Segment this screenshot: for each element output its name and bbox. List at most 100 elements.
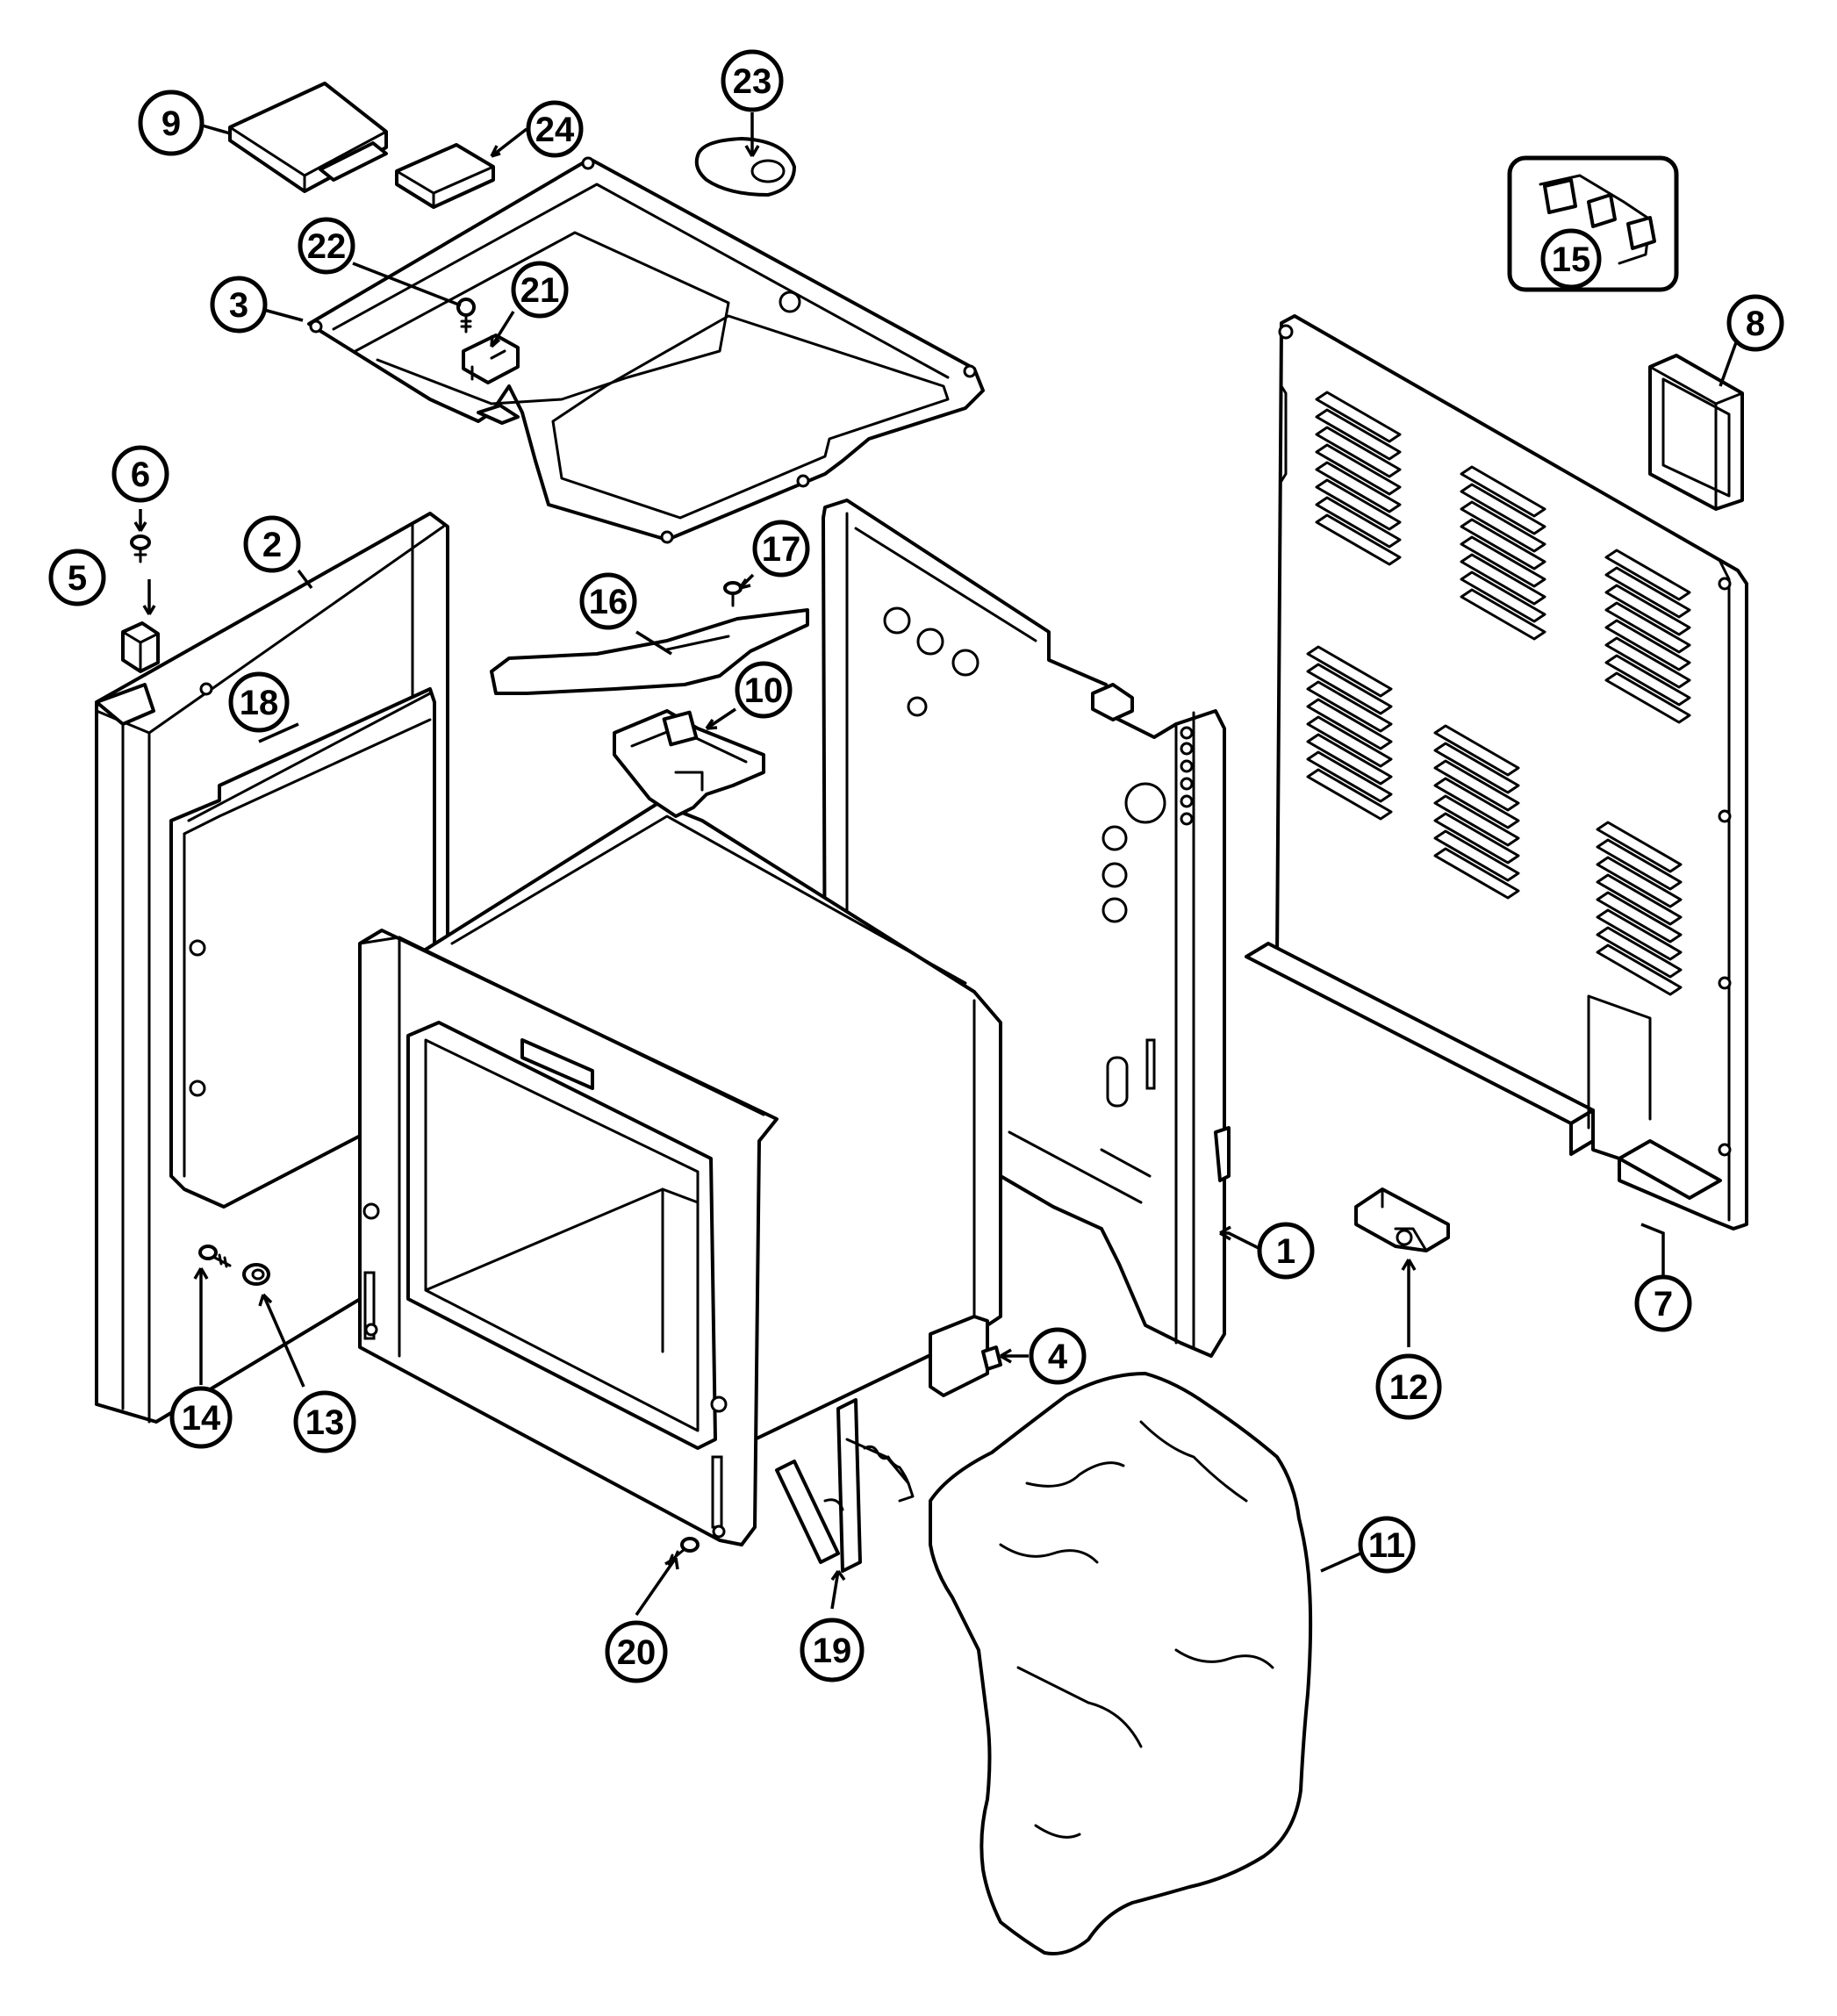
- callout-circle: [1029, 1327, 1087, 1385]
- callout-circle: [243, 515, 301, 573]
- callout-circle: [1540, 228, 1602, 290]
- callout-circle: [735, 661, 793, 719]
- callout-circle: [511, 261, 569, 319]
- callout-number: 20: [617, 1633, 657, 1672]
- callout-10: 10: [735, 661, 793, 719]
- callout-6: 6: [111, 445, 169, 503]
- control-box-part: [228, 82, 388, 193]
- callout-number: 17: [762, 530, 801, 569]
- callout-circle: [1375, 1353, 1442, 1420]
- louver-slot: [1460, 518, 1546, 570]
- louver-slot: [1596, 943, 1683, 996]
- louver-slot: [1460, 465, 1546, 518]
- callout-circle: [752, 520, 810, 578]
- louver-slot: [1596, 856, 1683, 908]
- louver-slot: [1460, 483, 1546, 535]
- callout-circle: [800, 1618, 865, 1682]
- callout-circle: [210, 276, 268, 334]
- louver-slot: [1306, 715, 1393, 768]
- callout-circle: [293, 1390, 356, 1453]
- louver-slot: [1306, 698, 1393, 750]
- callout-number: 9: [161, 104, 181, 143]
- louver-slot: [1315, 478, 1402, 531]
- bracket-8-part: [1648, 354, 1744, 511]
- louver-slot: [1433, 759, 1520, 812]
- louver-slot: [1315, 408, 1402, 461]
- callout-circle: [605, 1620, 668, 1683]
- callout-number: 1: [1276, 1232, 1295, 1271]
- top-panel-part: [307, 156, 985, 544]
- louver-slot: [1596, 838, 1683, 891]
- louver-slot: [1596, 821, 1683, 873]
- callout-number: 11: [1368, 1526, 1405, 1565]
- knob-cap-part: [694, 137, 796, 197]
- callout-number: 7: [1654, 1285, 1673, 1324]
- louver-slot: [1604, 601, 1691, 654]
- callout-15: 15: [1540, 228, 1602, 290]
- louver-slot: [1433, 742, 1520, 794]
- louver-slot: [1306, 680, 1393, 733]
- louver-slot: [1604, 549, 1691, 601]
- callout-1: 1: [1257, 1222, 1315, 1280]
- screw-17-part: [723, 581, 743, 607]
- callout-number: 22: [307, 227, 347, 266]
- callout-circle: [138, 90, 205, 156]
- louver-slot: [1604, 636, 1691, 689]
- leader-arrowheads: [133, 145, 1417, 1582]
- callout-circle: [1257, 1222, 1315, 1280]
- strip-18-part: [187, 692, 432, 822]
- callout-18: 18: [228, 671, 290, 733]
- callout-circle: [48, 549, 106, 606]
- callout-number: 12: [1389, 1368, 1429, 1407]
- callout-22: 22: [298, 217, 355, 275]
- callout-3: 3: [210, 276, 268, 334]
- door-hinge-part: [775, 1398, 915, 1573]
- louver-slot: [1604, 566, 1691, 619]
- callout-12: 12: [1375, 1353, 1442, 1420]
- oven-cavity-part: [358, 801, 1002, 1546]
- louver-slot: [1306, 750, 1393, 803]
- louver-slot: [1433, 794, 1520, 847]
- callout-number: 10: [744, 671, 784, 710]
- callout-7: 7: [1634, 1274, 1692, 1332]
- callout-circle: [1634, 1274, 1692, 1332]
- callout-number: 15: [1552, 240, 1591, 279]
- louver-slot: [1460, 535, 1546, 588]
- screw-6-part: [130, 534, 151, 563]
- louver-slot: [1604, 584, 1691, 636]
- callout-23: 23: [721, 49, 784, 112]
- callout-13: 13: [293, 1390, 356, 1453]
- callout-number: 16: [589, 583, 628, 621]
- louver-slot: [1460, 553, 1546, 606]
- callout-19: 19: [800, 1618, 865, 1682]
- insulation-blanket-part: [929, 1372, 1313, 1955]
- callout-17: 17: [752, 520, 810, 578]
- louver-slot: [1306, 768, 1393, 821]
- callout-number: 24: [535, 111, 575, 149]
- callout-5: 5: [48, 549, 106, 606]
- louver-slot: [1306, 645, 1393, 698]
- callout-number: 19: [813, 1632, 852, 1670]
- louver-slot: [1460, 588, 1546, 641]
- louver-slot: [1306, 733, 1393, 786]
- callout-circle: [111, 445, 169, 503]
- callout-circle: [298, 217, 355, 275]
- callout-4: 4: [1029, 1327, 1087, 1385]
- callout-circle: [721, 49, 784, 112]
- callout-number: 8: [1746, 305, 1765, 343]
- latch-10-part: [613, 709, 765, 818]
- callout-number: 6: [131, 456, 150, 494]
- louver-slot: [1460, 570, 1546, 623]
- callout-11: 11: [1358, 1516, 1416, 1574]
- callout-21: 21: [511, 261, 569, 319]
- lever-16-part: [490, 608, 809, 695]
- louver-slot: [1596, 891, 1683, 943]
- louver-slot: [1604, 619, 1691, 671]
- louver-slot: [1433, 847, 1520, 900]
- callout-circle: [1726, 294, 1784, 352]
- callout-number: 5: [68, 559, 87, 598]
- louver-slot: [1315, 426, 1402, 478]
- callout-circle: [1358, 1516, 1416, 1574]
